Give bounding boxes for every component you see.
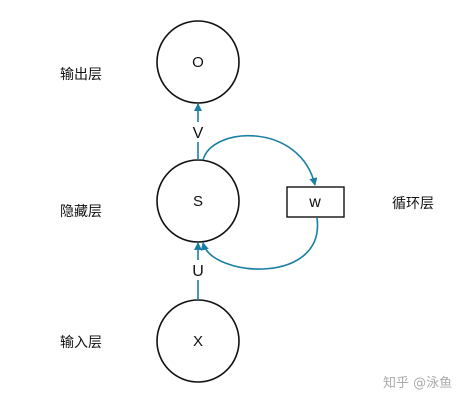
u-label-background [190, 260, 206, 280]
input-layer-label: 输入层 [60, 335, 102, 351]
recurrent-out-arrow [202, 134, 318, 186]
watermark: 知乎 @泳鱼 [383, 375, 452, 391]
v-label-background [190, 122, 206, 142]
input-node-label: X [193, 333, 203, 350]
output-node-label: O [192, 54, 204, 71]
u-label: U [192, 263, 204, 280]
hidden-node-label: S [193, 193, 203, 210]
recurrent-layer-label: 循环层 [392, 196, 434, 212]
hidden-layer-label: 隐藏层 [60, 204, 102, 220]
output-layer-label: 输出层 [60, 67, 102, 83]
recurrent-in-arrow [200, 217, 319, 270]
recurrent-weight-box [286, 186, 345, 218]
recurrent-weight-label: w [308, 194, 321, 211]
v-label: V [193, 125, 204, 142]
